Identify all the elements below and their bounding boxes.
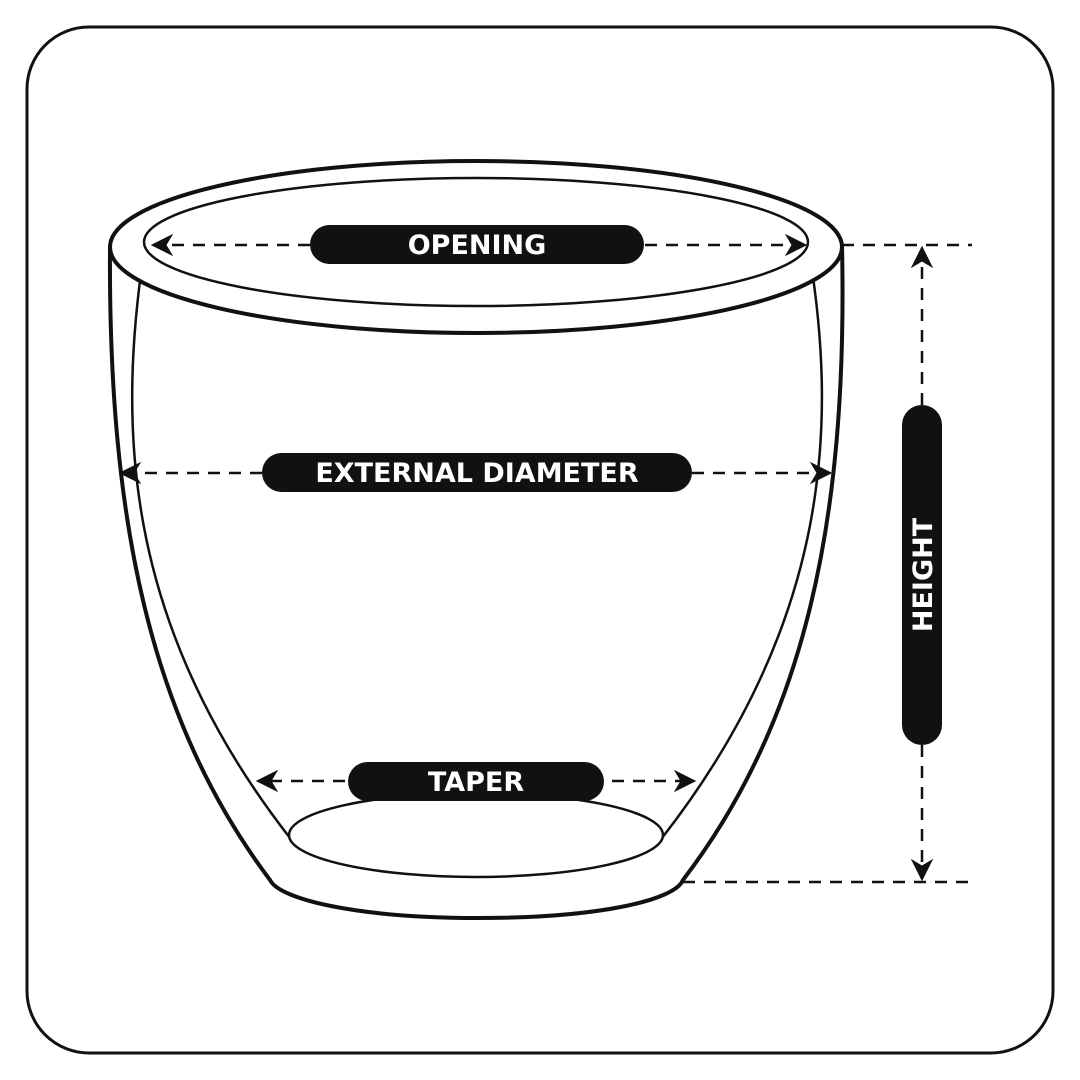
pot-inner-wall-left [130, 244, 291, 839]
pot-inner-wall-right [661, 244, 824, 839]
taper-label-text: TAPER [428, 767, 524, 798]
height-label: HEIGHT [902, 405, 942, 745]
pot-base-ellipse [287, 791, 665, 879]
opening-label: OPENING [310, 225, 644, 264]
opening-label-text: OPENING [408, 230, 547, 261]
external-diameter-label-text: EXTERNAL DIAMETER [315, 458, 639, 489]
external-diameter-label: EXTERNAL DIAMETER [262, 453, 692, 492]
height-label-text: HEIGHT [908, 517, 939, 632]
taper-label: TAPER [348, 762, 604, 801]
pot-outer-wall [107, 244, 845, 921]
